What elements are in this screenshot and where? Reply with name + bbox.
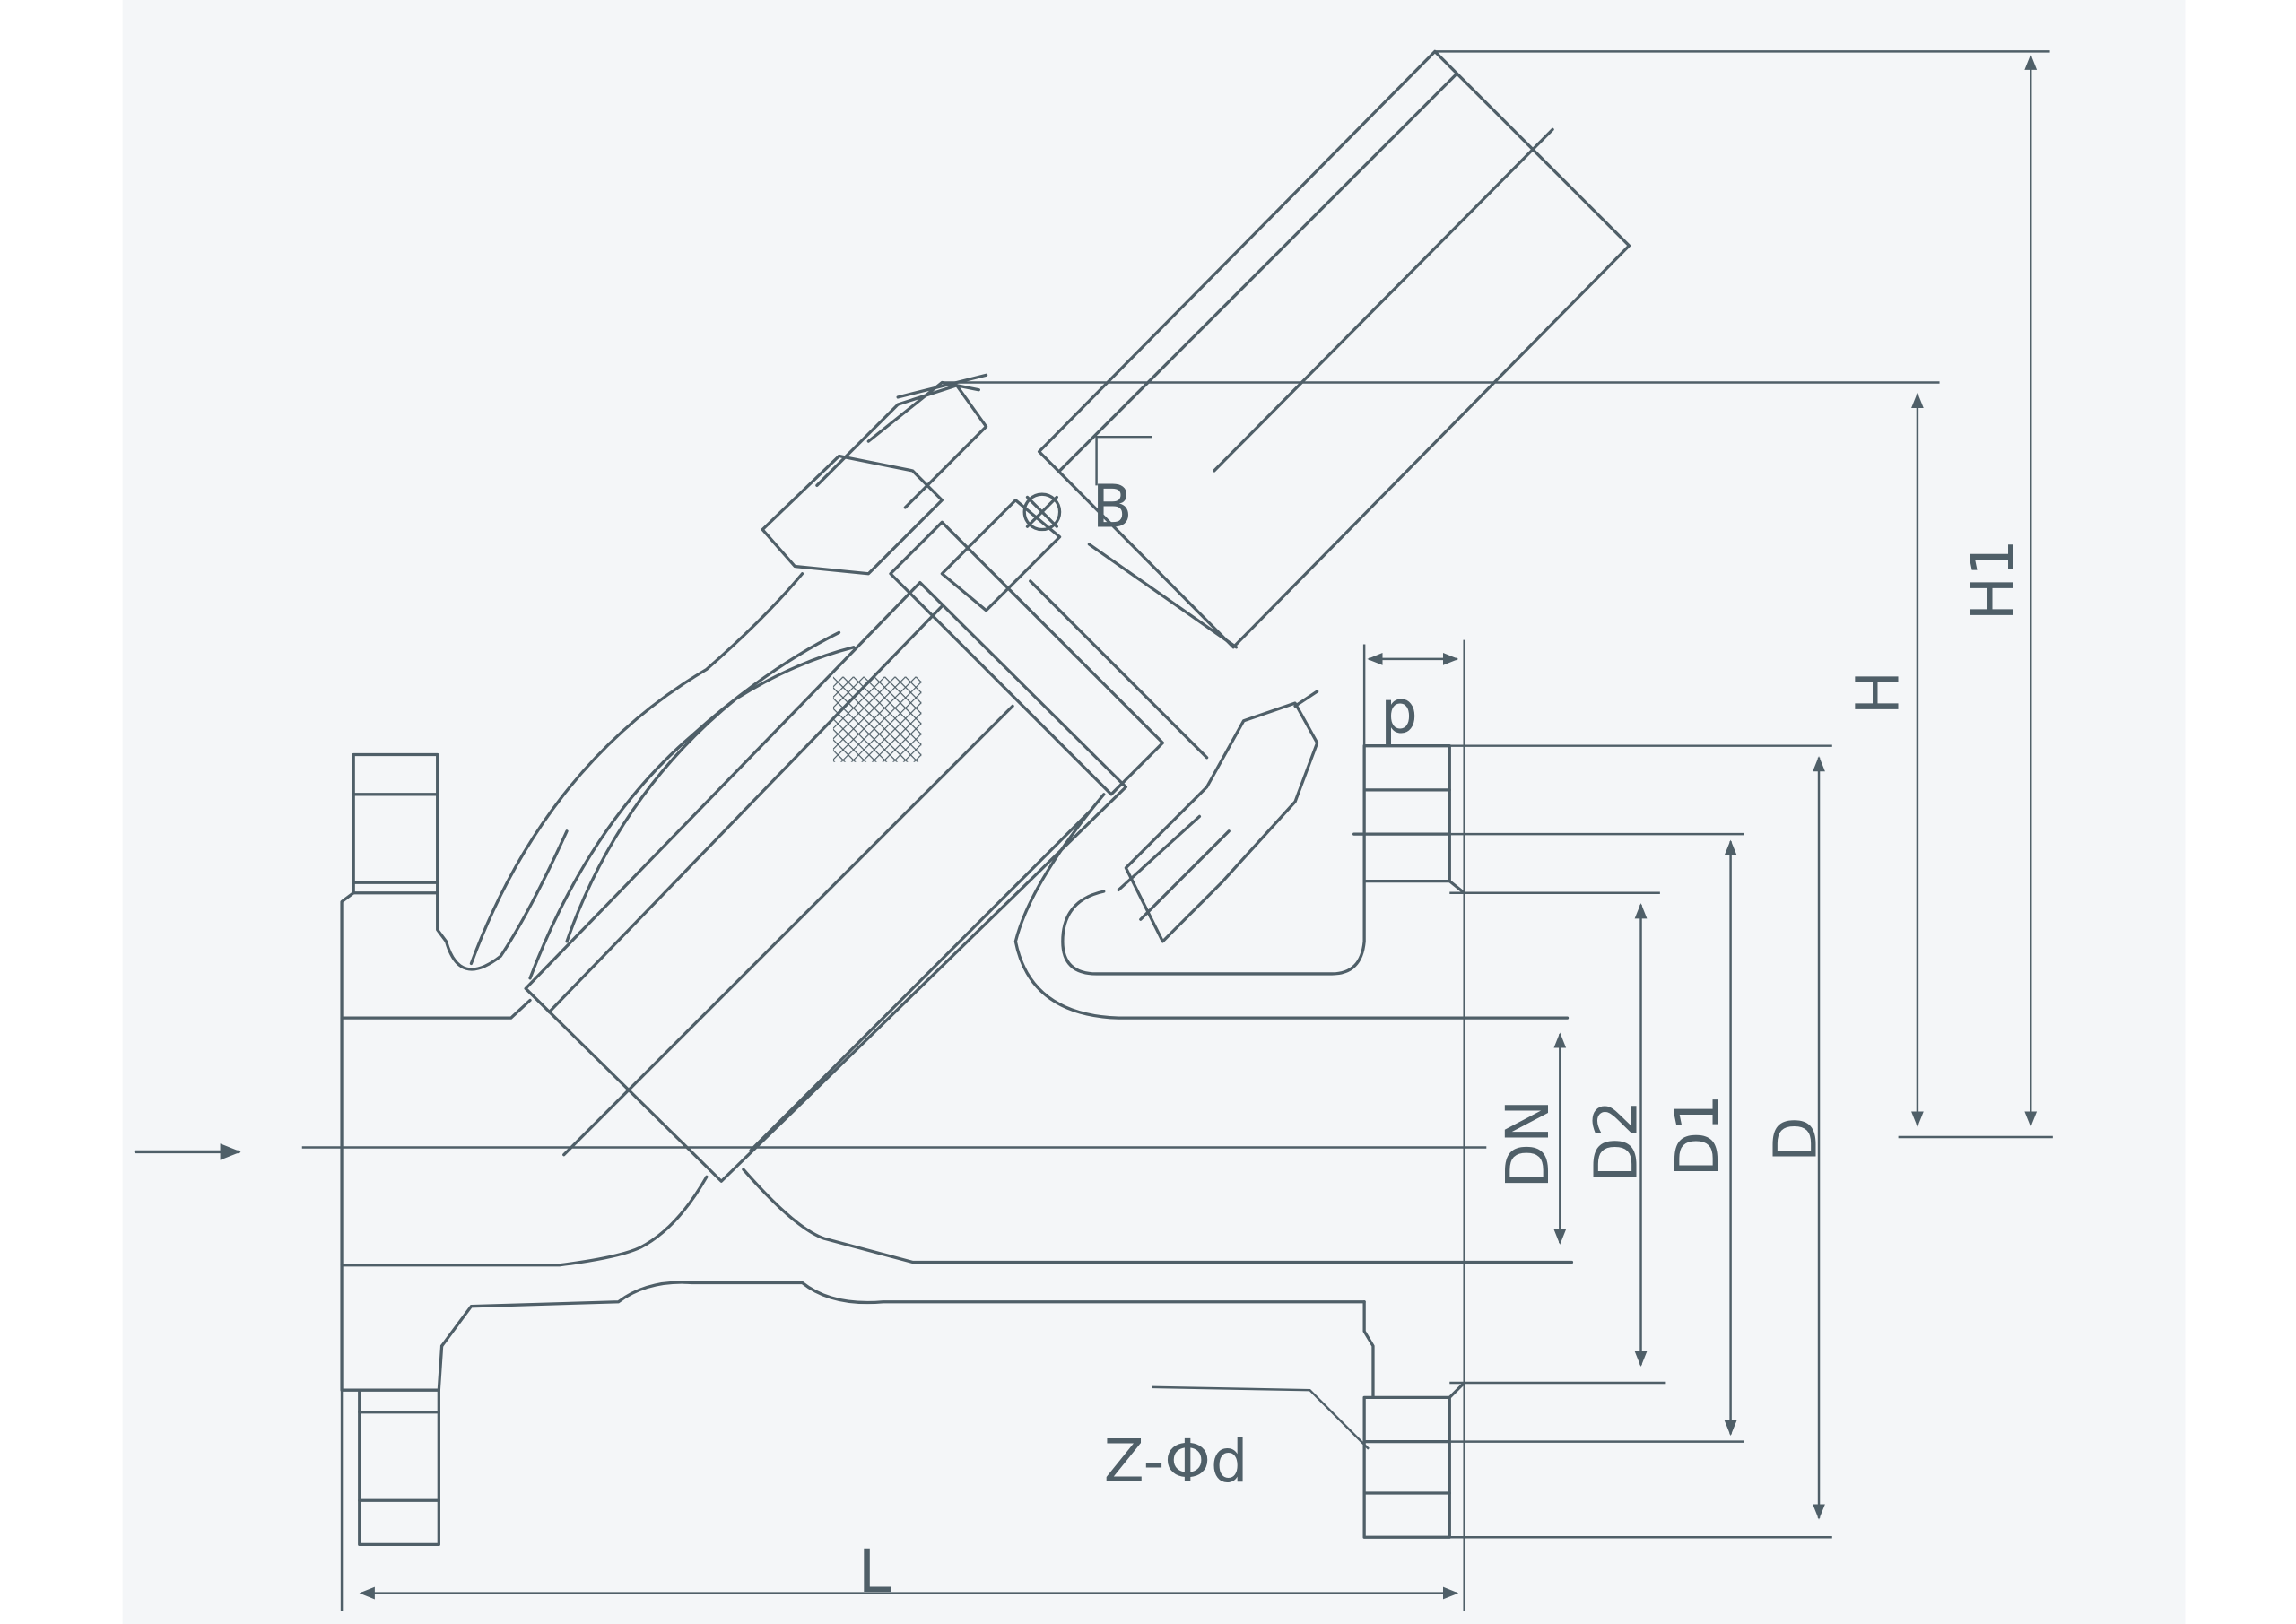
label-DN: DN: [1494, 1099, 1562, 1189]
label-H: H: [1845, 671, 1913, 715]
dimension-lines: [359, 50, 2053, 1600]
drawing-background: [122, 0, 2186, 1624]
label-D1: D1: [1664, 1094, 1732, 1177]
outlet-flange: [1061, 639, 1466, 1611]
label-p: p: [1380, 679, 1418, 747]
label-B: B: [1092, 473, 1133, 541]
label-D2: D2: [1583, 1100, 1651, 1183]
label-D: D: [1762, 1116, 1831, 1162]
label-L: L: [858, 1538, 891, 1606]
actuator-cylinder: [1037, 49, 1631, 649]
mesh-hatch: [832, 676, 922, 762]
label-H1: H1: [1960, 539, 2028, 621]
strainer-screen: [524, 580, 1128, 1183]
strainer-body: [340, 572, 1574, 1392]
cover-and-bolts: [761, 373, 1319, 943]
inlet-flange: [340, 752, 569, 1611]
label-Z-phi-d: Z-Φd: [1104, 1428, 1248, 1496]
